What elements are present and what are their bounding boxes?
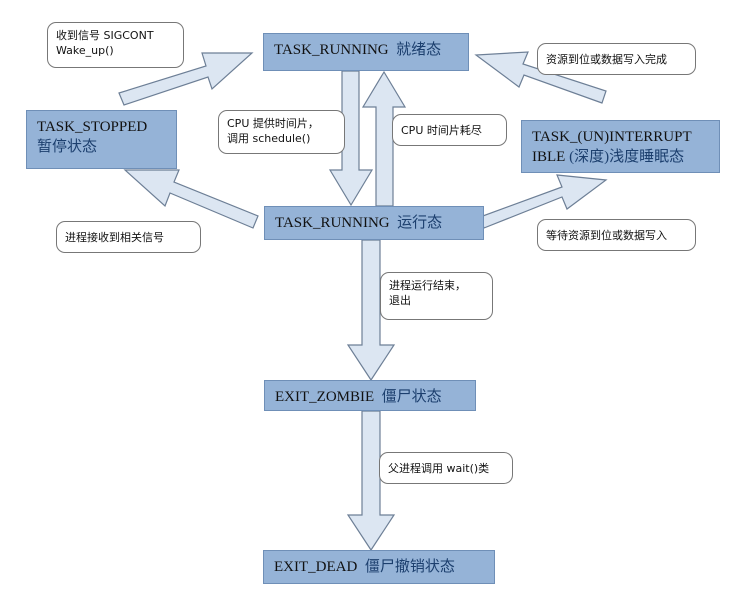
note-text: 资源到位或数据写入完成: [546, 53, 667, 66]
note-line2: 退出: [389, 294, 411, 308]
note-wait-resource: 等待资源到位或数据写入: [537, 219, 696, 251]
note-sigcont: 收到信号 SIGCONT Wake_up(): [47, 22, 184, 68]
arrow-running-to-interruptible: [479, 174, 608, 229]
note-text: 等待资源到位或数据写入: [546, 229, 667, 242]
arrow-zombie-to-dead: [346, 410, 396, 552]
state-cn-label: 僵尸状态: [381, 389, 442, 405]
state-exit-zombie: EXIT_ZOMBIE 僵尸状态: [264, 380, 476, 411]
state-task-running: TASK_RUNNING 运行态: [264, 206, 484, 240]
note-resource-ready: 资源到位或数据写入完成: [537, 43, 696, 75]
note-line1: 收到信号 SIGCONT: [56, 29, 154, 42]
note-text: CPU 时间片耗尽: [401, 124, 482, 137]
arrow-running-to-zombie: [346, 239, 396, 382]
note-cpu-slice: CPU 提供时间片， 调用 schedule(): [218, 110, 345, 154]
state-label: TASK_STOPPED: [37, 119, 148, 135]
state-label: TASK_RUNNING: [274, 42, 389, 58]
state-cn-label: (深度)浅度睡眠态: [569, 149, 685, 166]
note-line2: Wake_up(): [56, 44, 114, 58]
arrow-running-to-stopped: [123, 169, 259, 229]
state-task-interruptible: TASK_(UN)INTERRUPT IBLE (深度)浅度睡眠态: [521, 120, 720, 173]
state-exit-dead: EXIT_DEAD 僵尸撤销状态: [263, 550, 495, 584]
state-label: EXIT_DEAD: [274, 559, 358, 575]
arrow-interruptible-to-ready: [474, 51, 607, 104]
state-label-line2: IBLE: [532, 149, 566, 166]
state-cn-label: 暂停状态: [37, 139, 98, 156]
note-signal-received: 进程接收到相关信号: [56, 221, 201, 253]
note-line1: CPU 提供时间片，: [227, 117, 319, 130]
arrow-stopped-to-ready: [118, 52, 254, 106]
state-task-stopped: TASK_STOPPED 暂停状态: [26, 110, 177, 169]
note-line2: 调用 schedule(): [227, 132, 311, 146]
note-line1: 进程运行结束，: [389, 279, 466, 292]
arrow-running-to-ready: [361, 70, 407, 207]
state-label: TASK_RUNNING: [275, 215, 390, 231]
note-parent-wait: 父进程调用 wait()类: [379, 452, 513, 484]
note-text: 父进程调用 wait()类: [388, 462, 490, 475]
state-cn-label: 僵尸撤销状态: [364, 559, 455, 575]
state-task-running-ready: TASK_RUNNING 就绪态: [263, 33, 469, 71]
arrow-ready-to-running: [328, 70, 374, 207]
state-label-line1: TASK_(UN)INTERRUPT: [532, 129, 692, 145]
state-cn-label: 运行态: [397, 215, 443, 231]
state-cn-label: 就绪态: [396, 42, 442, 58]
note-text: 进程接收到相关信号: [65, 231, 164, 244]
state-label: EXIT_ZOMBIE: [275, 389, 375, 405]
note-process-end: 进程运行结束， 退出: [380, 272, 493, 320]
note-cpu-exhausted: CPU 时间片耗尽: [392, 114, 507, 146]
